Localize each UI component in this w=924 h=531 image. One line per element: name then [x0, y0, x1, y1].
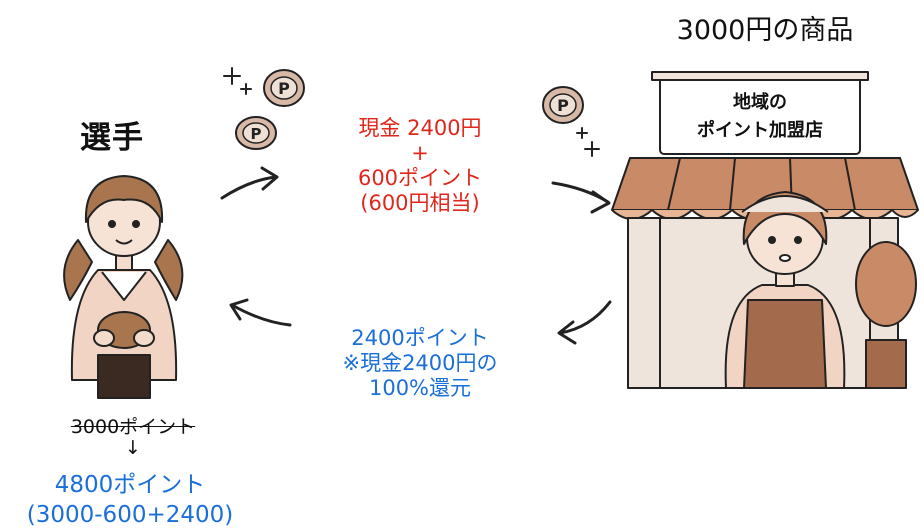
arrow-left-icon: [558, 300, 612, 335]
sparkle-icon: [576, 127, 600, 157]
arrow-head: [229, 298, 249, 321]
coin-icon: P: [263, 69, 305, 107]
points-formula: (3000-600+2400): [26, 502, 234, 528]
payment-plus: +: [411, 141, 429, 165]
coin-icon: P: [542, 86, 584, 124]
product-title: 3000円の商品: [676, 15, 854, 46]
arrow-left-icon: [230, 303, 292, 327]
player-illustration: [63, 175, 184, 399]
player-label: 選手: [80, 120, 144, 156]
coin-symbol: P: [557, 96, 569, 115]
return-description: 2400ポイント ※現金2400円の 100%還元: [300, 326, 540, 401]
payment-equivalent: (600円相当): [360, 191, 480, 215]
return-note: ※現金2400円の: [342, 351, 498, 375]
payment-description: 現金 2400円 + 600ポイント (600円相当): [310, 116, 530, 216]
payment-cash: 現金 2400円: [358, 116, 482, 140]
sparkle-icon: [223, 67, 252, 95]
shop-sign-line1: 地域の: [733, 91, 787, 113]
coin-symbol: P: [278, 79, 290, 98]
points-after-value: 4800ポイント: [54, 472, 206, 498]
arrow-head: [590, 190, 611, 214]
return-rate: 100%還元: [368, 376, 472, 400]
shop-illustration: [611, 71, 919, 389]
coin-icon: P: [235, 116, 277, 150]
shop-sign-line2: ポイント加盟店: [697, 119, 823, 141]
arrow-right-icon: [220, 175, 278, 200]
coin-symbol: P: [251, 125, 262, 143]
points-after: 4800ポイント (3000-600+2400): [0, 470, 260, 530]
shop-sign: [659, 75, 861, 155]
arrow-head: [260, 166, 279, 191]
return-points: 2400ポイント: [351, 326, 489, 350]
payment-points: 600ポイント: [357, 166, 483, 190]
arrow-head: [557, 320, 577, 345]
points-before: 3000ポイント: [70, 416, 196, 438]
points-arrow-icon: ↓: [125, 437, 141, 459]
arrow-right-icon: [551, 181, 610, 204]
